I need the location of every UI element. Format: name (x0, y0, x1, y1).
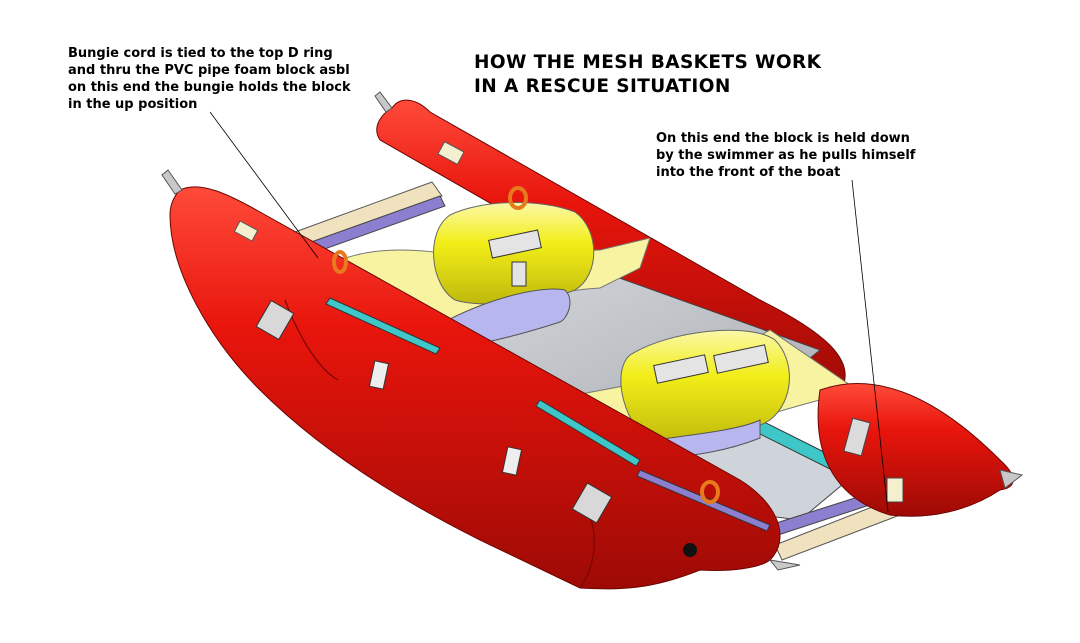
title-line-2: IN A RESCUE SITUATION (474, 76, 731, 97)
near-pontoon-tail-cone (768, 559, 801, 571)
near-pontoon-nose-cone (161, 169, 183, 195)
d-ring-1 (332, 250, 348, 274)
d-rings (332, 186, 720, 504)
left-callout-line-3: on this end the bungie holds the block (68, 80, 351, 95)
far-pontoon-patch (437, 140, 465, 166)
d-ring-3 (508, 186, 528, 210)
near-pontoon-tag-1 (368, 360, 390, 390)
d-ring-2 (700, 480, 720, 504)
near-pontoon-patch (233, 220, 259, 242)
near-pontoon-handle-1 (255, 299, 295, 341)
right-leader-line (851, 179, 889, 513)
left-callout-line-2: and thru the PVC pipe foam block asbl (68, 63, 350, 78)
left-leader-line (209, 111, 319, 259)
right-callout-line-1: On this end the block is held down (656, 131, 910, 146)
title-line-1: HOW THE MESH BASKETS WORK (474, 52, 822, 73)
far-pontoon-tag (886, 477, 904, 503)
near-pontoon (161, 169, 801, 590)
rear-seat-tag (511, 261, 527, 287)
right-callout-line-3: into the front of the boat (656, 165, 840, 180)
near-pontoon-tag-2 (501, 446, 523, 476)
far-pontoon-handle (843, 417, 871, 457)
left-callout-line-1: Bungie cord is tied to the top D ring (68, 46, 333, 61)
far-pontoon-tail-cone (999, 469, 1024, 489)
rear-seat-handle (488, 229, 542, 259)
front-seat-handle-left (653, 354, 709, 384)
front-seat-handle-right (713, 344, 769, 374)
near-pontoon-handle-2 (571, 482, 613, 524)
far-pontoon-nose-cone (374, 91, 393, 113)
far-pontoon-front (817, 383, 1024, 517)
near-pontoon-valve (683, 543, 697, 557)
left-callout-line-4: in the up position (68, 97, 197, 112)
right-callout-line-2: by the swimmer as he pulls himself (656, 148, 916, 163)
